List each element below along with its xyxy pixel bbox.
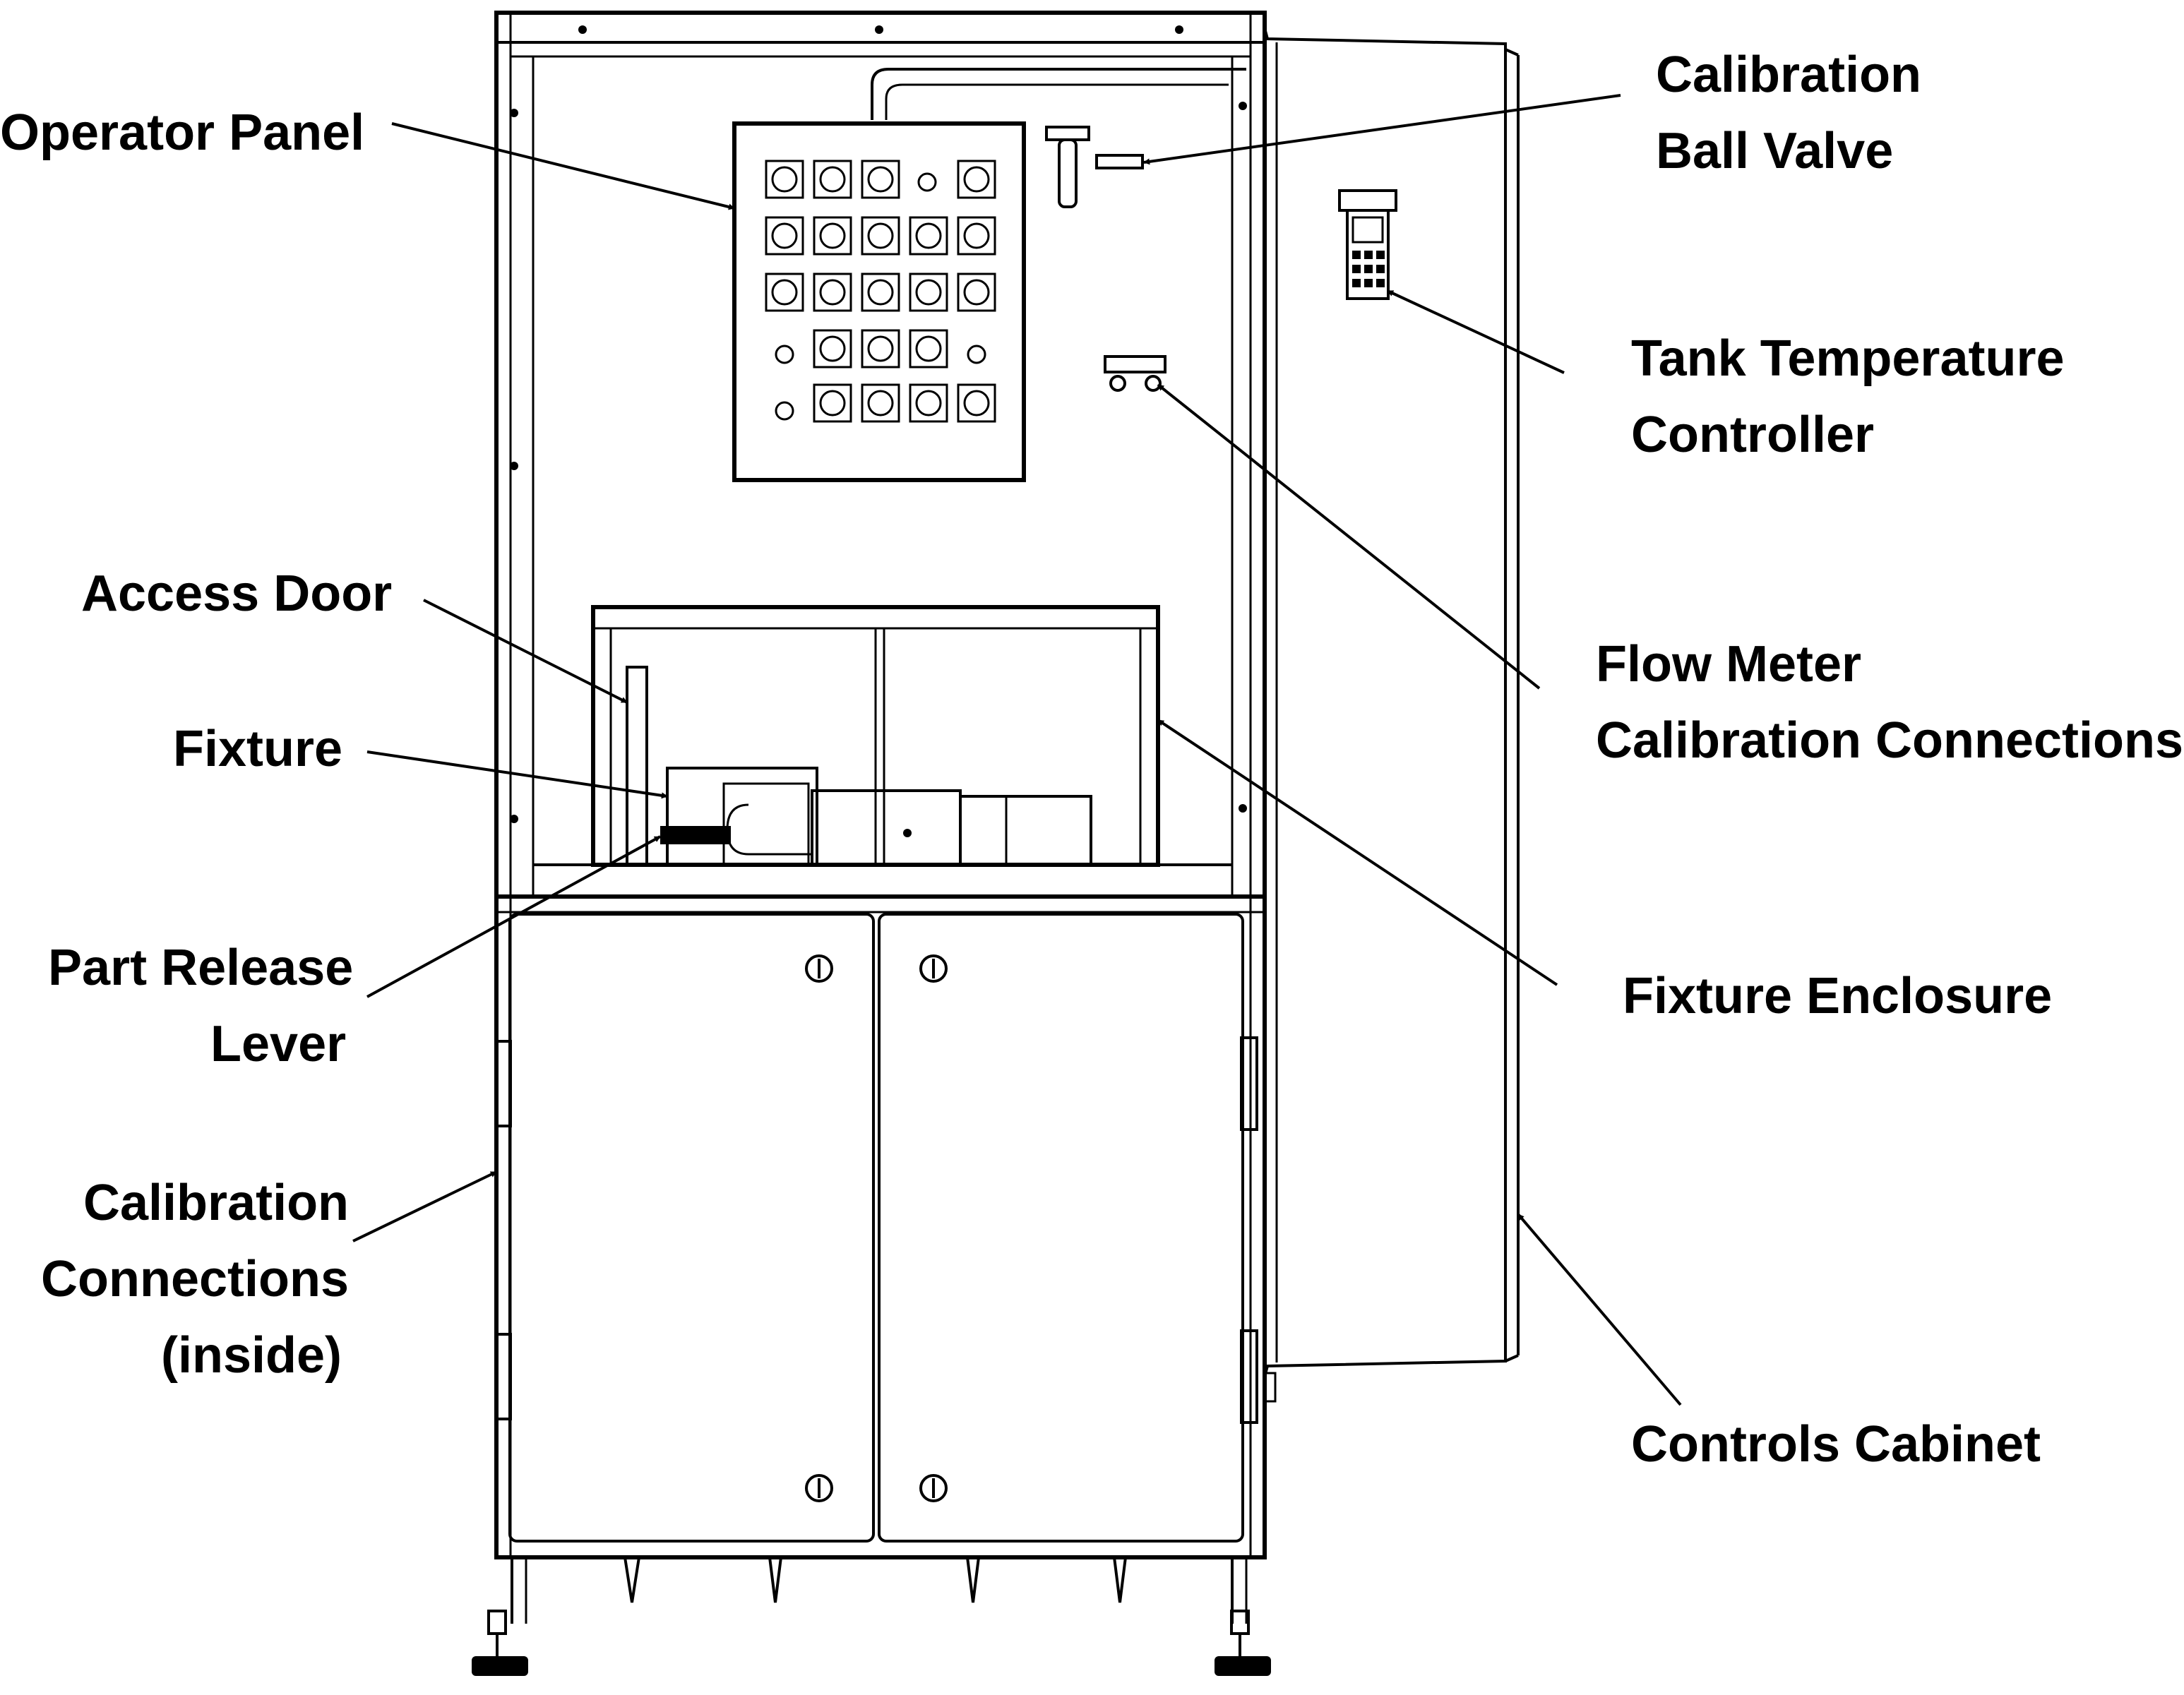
label-flow-meter-line1: Flow Meter (1596, 636, 1861, 693)
fixture-enclosure (533, 605, 1232, 867)
leader-part-release-lever (366, 835, 661, 998)
controls-cabinet (1263, 28, 1520, 1403)
leader-flow-meter (1157, 383, 1541, 690)
leader-operator-panel (391, 122, 735, 210)
label-calibration-connections-line1: Calibration (83, 1175, 349, 1231)
label-calibration-ball-valve-line1: Calibration (1656, 47, 1921, 103)
leader-lines (352, 94, 1682, 1406)
label-tank-temperature-controller-line1: Tank Temperature (1631, 330, 2065, 387)
label-controls-cabinet: Controls Cabinet (1631, 1416, 2041, 1473)
leader-calibration-ball-valve (1143, 94, 1621, 165)
labels: Operator Panel Calibration Ball Valve Ta… (0, 47, 2183, 1473)
label-part-release-lever-line1: Part Release (48, 940, 353, 996)
leader-tank-temperature-controller (1387, 289, 1565, 374)
calibration-ball-valve (1045, 126, 1144, 208)
tank-temperature-controller (1338, 189, 1397, 300)
label-part-release-lever-line2: Lever (210, 1016, 346, 1072)
flow-meter-calibration-connections (1104, 355, 1166, 392)
part-release-lever (660, 826, 731, 844)
label-calibration-ball-valve-line2: Ball Valve (1656, 123, 1893, 179)
lower-cabinet-doors (495, 913, 1258, 1543)
leader-fixture-enclosure (1157, 719, 1558, 986)
leader-access-door (423, 599, 628, 704)
access-door (626, 666, 648, 866)
label-fixture: Fixture (173, 721, 342, 777)
leader-fixture (366, 750, 668, 799)
fixture (666, 767, 1092, 866)
label-calibration-connections-line2: Connections (41, 1251, 349, 1307)
label-tank-temperature-controller-line2: Controller (1631, 407, 1874, 463)
base-and-feet (472, 1555, 1271, 1676)
leader-calibration-connections (352, 1170, 497, 1242)
leader-controls-cabinet (1517, 1213, 1682, 1406)
label-fixture-enclosure: Fixture Enclosure (1623, 968, 2052, 1024)
label-flow-meter-line2: Calibration Connections (1596, 712, 2183, 769)
label-operator-panel: Operator Panel (0, 104, 364, 161)
label-calibration-connections-line3: (inside) (161, 1327, 342, 1384)
label-access-door: Access Door (81, 565, 392, 622)
operator-panel (732, 121, 1026, 482)
